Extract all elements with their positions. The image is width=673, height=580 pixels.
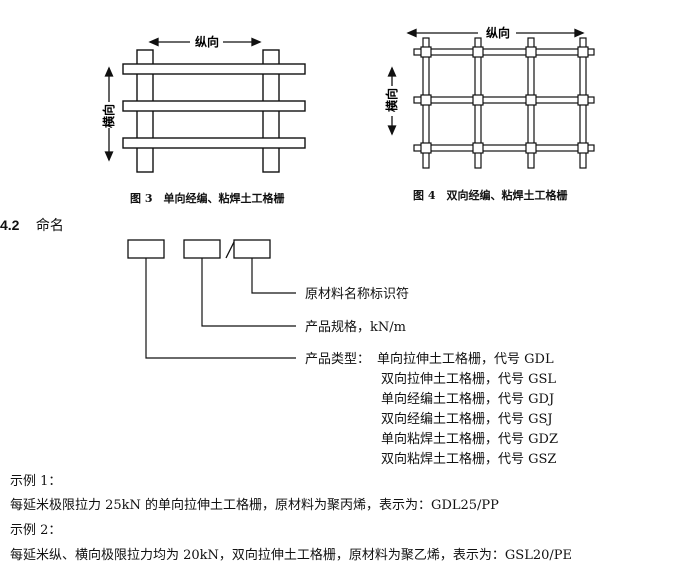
grid-bar-transverse [122, 137, 306, 149]
grid-node [525, 94, 537, 106]
grid-node [472, 142, 484, 154]
grid-node [420, 46, 432, 58]
figure-4-diagram: 纵向 横向 [384, 25, 595, 169]
product-type-item: 双向拉伸土工格栅，代号 GSL [381, 372, 557, 387]
material-box [233, 239, 271, 259]
grid-bar-transverse [413, 48, 595, 56]
grid-bar-transverse [122, 63, 306, 75]
spec-label: 产品规格，kN/m [305, 320, 406, 335]
figure-3-diagram: 纵向 横向 [101, 34, 306, 173]
material-leader [251, 258, 296, 294]
grid-bar-transverse [122, 100, 306, 112]
spec-box [183, 239, 221, 259]
longitudinal-arrow [148, 37, 262, 47]
grid-node [525, 46, 537, 58]
grid-node [420, 94, 432, 106]
grid-bar-transverse [413, 96, 595, 104]
type-leader [145, 258, 296, 359]
fig3-longitudinal-label: 纵向 [195, 34, 219, 49]
example-2-title: 示例 2： [10, 523, 62, 538]
separator-slash [225, 241, 235, 259]
fig3-transverse-label: 横向 [101, 104, 116, 128]
transverse-arrow [104, 66, 114, 162]
grid-node [420, 142, 432, 154]
example-2-text: 每延米纵、横向极限拉力均为 20kN，双向拉伸土工格栅，原材料为聚乙烯，表示为：… [10, 548, 573, 563]
figure-3-caption: 图 3 单向经编、粘焊土工格栅 [130, 192, 285, 205]
section-heading: 4.2 命名 [0, 215, 64, 235]
grid-node [472, 46, 484, 58]
fig4-transverse-label: 横向 [384, 88, 399, 112]
raw-material-label: 原材料名称标识符 [305, 287, 410, 302]
grid-node [525, 142, 537, 154]
product-type-label: 产品类型： [305, 352, 371, 367]
product-type-item: 单向经编土工格栅，代号 GDJ [381, 392, 555, 407]
product-type-item: 单向粘焊土工格栅，代号 GDZ [381, 432, 558, 447]
naming-diagram [127, 239, 296, 359]
grid-node [577, 142, 589, 154]
section-number: 4.2 [0, 217, 20, 233]
section-title: 命名 [35, 218, 64, 234]
transverse-arrow [387, 66, 397, 136]
fig4-longitudinal-label: 纵向 [486, 25, 510, 40]
grid-node [577, 94, 589, 106]
spec-leader [201, 258, 296, 327]
product-type-item: 双向粘焊土工格栅，代号 GSZ [381, 452, 557, 467]
grid-bar-transverse [413, 144, 595, 152]
example-1-text: 每延米极限拉力 25kN 的单向拉伸土工格栅，原材料为聚丙烯，表示为：GDL25… [10, 498, 499, 513]
grid-node [577, 46, 589, 58]
product-type-item: 双向经编土工格栅，代号 GSJ [381, 412, 553, 427]
grid-node [472, 94, 484, 106]
figure-4-caption: 图 4 双向经编、粘焊土工格栅 [413, 189, 568, 202]
product-type-item: 单向拉伸土工格栅，代号 GDL [377, 352, 554, 367]
longitudinal-arrow [406, 28, 585, 38]
example-1-title: 示例 1： [10, 474, 62, 489]
product-type-box [127, 239, 165, 259]
